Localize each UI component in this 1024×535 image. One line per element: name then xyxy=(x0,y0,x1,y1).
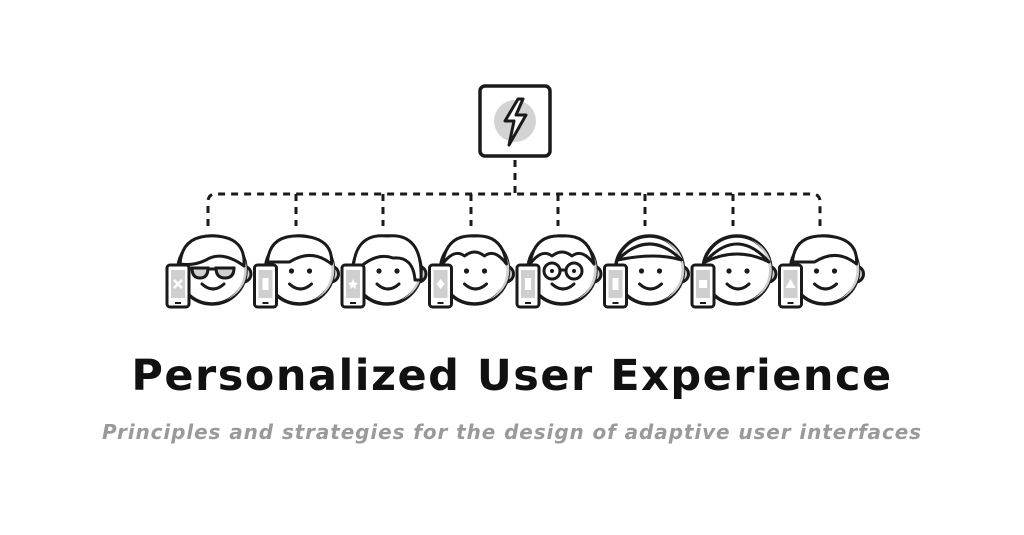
phone-icon xyxy=(428,263,453,309)
phone-icon xyxy=(603,263,628,309)
hub-box xyxy=(478,84,552,158)
user-3-avatar xyxy=(340,234,428,309)
user-network-illustration xyxy=(165,84,865,309)
lightning-bolt-icon xyxy=(503,97,528,147)
user-5-avatar xyxy=(515,234,603,309)
phone-icon xyxy=(165,263,191,309)
phone-icon xyxy=(340,263,366,309)
user-8-avatar xyxy=(778,234,865,309)
user-2-avatar xyxy=(253,234,340,309)
user-6-avatar xyxy=(603,234,690,309)
phone-icon xyxy=(515,263,541,309)
connector-lines xyxy=(206,160,822,226)
user-1-avatar xyxy=(165,234,253,309)
user-7-avatar xyxy=(690,234,778,309)
user-4-avatar xyxy=(428,234,515,309)
phone-icon xyxy=(778,263,803,309)
phone-icon xyxy=(253,263,278,309)
page-title: Personalized User Experience xyxy=(131,351,893,401)
page-subtitle: Principles and strategies for the design… xyxy=(102,420,922,444)
users-row xyxy=(165,234,865,309)
phone-icon xyxy=(690,263,716,309)
